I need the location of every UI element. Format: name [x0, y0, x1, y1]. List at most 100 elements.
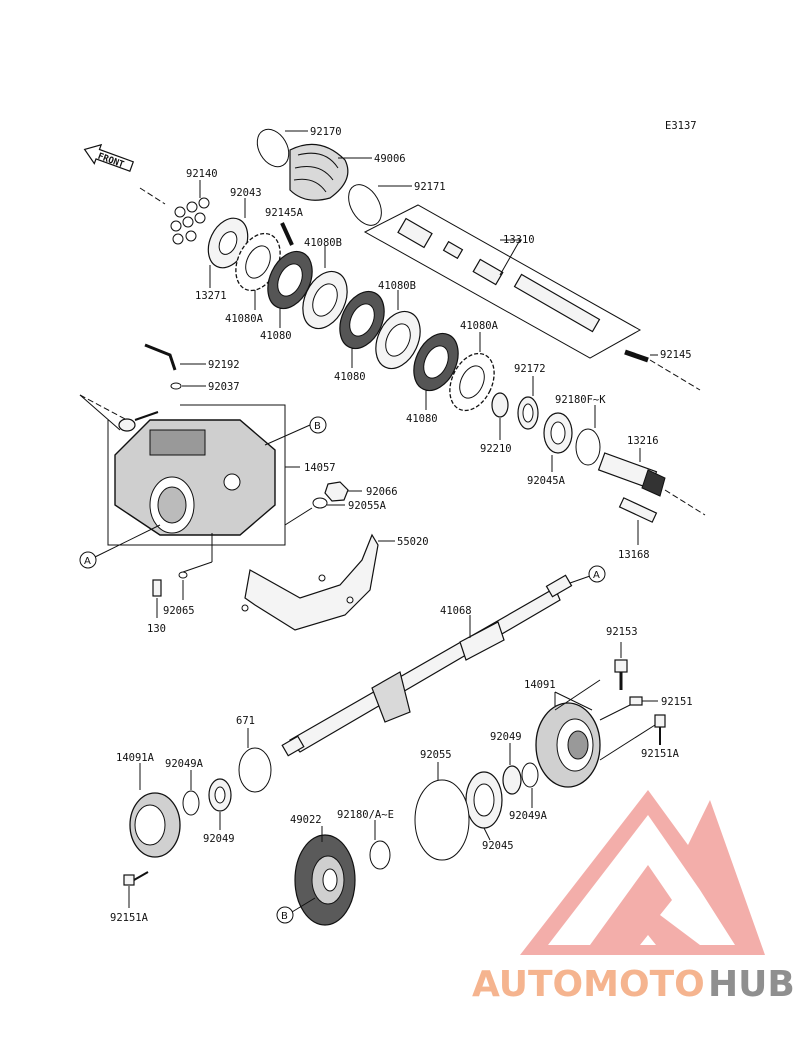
label-41080B-1: 41080B [304, 237, 342, 249]
svg-text:A: A [593, 570, 600, 581]
pin-92192 [144, 343, 177, 371]
label-49006: 49006 [374, 153, 406, 165]
label-55020: 55020 [397, 536, 429, 548]
clamp-92171 [348, 184, 382, 226]
boot-49006 [289, 143, 349, 201]
washer-92037 [170, 382, 182, 390]
balls-92140 [170, 197, 210, 245]
label-14091A: 14091A [116, 752, 155, 764]
pin-92145 [624, 349, 649, 363]
watermark-logo [520, 790, 765, 955]
seal-92049-left [208, 778, 232, 812]
seal-92049-right [502, 765, 522, 795]
label-14091: 14091 [524, 679, 556, 691]
label-92145A: 92145A [265, 207, 304, 219]
bolt-left-housing [118, 411, 159, 432]
label-92049-right: 92049 [490, 731, 522, 743]
label-92037: 92037 [208, 381, 240, 393]
bearing-92045A [543, 412, 573, 454]
housing-bracket-lines [107, 404, 286, 546]
skid-plate-55020 [241, 533, 379, 631]
label-41080-1: 41080 [260, 330, 292, 342]
ring-gear-49022 [294, 834, 356, 926]
label-92045A: 92045A [527, 475, 566, 487]
label-92049A-left: 92049A [165, 758, 204, 770]
label-13168: 13168 [618, 549, 650, 561]
seal-92049A-left [182, 790, 200, 816]
label-92145: 92145 [660, 349, 692, 361]
label-92172: 92172 [514, 363, 546, 375]
label-41080A-2: 41080A [460, 320, 499, 332]
label-92066: 92066 [366, 486, 398, 498]
bolt-92153 [614, 659, 628, 690]
svg-text:A: A [84, 556, 91, 567]
label-92049-left: 92049 [203, 833, 235, 845]
bolt-92151A-right [654, 714, 666, 745]
label-92045: 92045 [482, 840, 514, 852]
shim-92180F-K [575, 428, 601, 466]
label-92153: 92153 [606, 626, 638, 638]
watermark-text-hub: HUB [708, 964, 795, 1005]
friction-plate-41080-3 [413, 332, 459, 392]
plate-41080B-1 [302, 270, 348, 330]
drive-shaft-41068 [281, 574, 573, 757]
plate-41080A-1 [235, 232, 281, 292]
plate-41080A-2 [449, 352, 495, 412]
cam-plate-13271 [207, 217, 249, 269]
o-ring-92055 [414, 779, 470, 861]
label-92043: 92043 [230, 187, 262, 199]
bearing-92045 [465, 771, 503, 829]
plug-92066 [324, 481, 349, 502]
bolt-92151 [629, 696, 643, 706]
clamp-92170 [256, 128, 290, 168]
label-41080A-1: 41080A [225, 313, 264, 325]
housing-14091A [129, 792, 181, 858]
svg-text:B: B [281, 911, 288, 922]
svg-text:B: B [314, 421, 321, 432]
label-92151A-right: 92151A [641, 748, 680, 760]
label-41080-2: 41080 [334, 371, 366, 383]
label-92055A: 92055A [348, 500, 387, 512]
label-92170: 92170 [310, 126, 342, 138]
label-130: 130 [147, 623, 166, 635]
differential-housing-14057 [114, 419, 276, 536]
housing-14091 [535, 702, 601, 788]
label-41080B-2: 41080B [378, 280, 416, 292]
propeller-shaft-13310 [363, 204, 642, 359]
label-41068: 41068 [440, 605, 472, 617]
bolt-13168 [618, 497, 658, 523]
shim-92180A-E [369, 840, 391, 870]
seal-92172 [517, 396, 539, 430]
o-ring-92055A [312, 497, 328, 509]
callout-b-upper: B [309, 416, 327, 434]
label-92151: 92151 [661, 696, 693, 708]
label-13271: 13271 [195, 290, 227, 302]
label-13310: 13310 [503, 234, 535, 246]
pinion-gear-13216 [597, 452, 666, 497]
label-92192: 92192 [208, 359, 240, 371]
o-ring-671 [238, 747, 272, 793]
label-92210: 92210 [480, 443, 512, 455]
label-92180AE: 92180/A~E [337, 809, 394, 821]
bolt-92151A-left [123, 871, 149, 886]
label-92049A-right: 92049A [509, 810, 548, 822]
label-92151A-left: 92151A [110, 912, 149, 924]
label-92140: 92140 [186, 168, 218, 180]
callout-a-right: A [588, 565, 606, 583]
boot-assembly [256, 128, 382, 226]
friction-plate-41080-1 [267, 250, 313, 310]
label-13216: 13216 [627, 435, 659, 447]
label-14057: 14057 [304, 462, 336, 474]
callout-a-left: A [79, 551, 97, 569]
label-92065: 92065 [163, 605, 195, 617]
label-92180FK: 92180F~K [555, 394, 606, 406]
plate-41080B-2 [375, 310, 421, 370]
bolt-130 [152, 579, 162, 597]
label-92055: 92055 [420, 749, 452, 761]
friction-plate-41080-2 [339, 290, 385, 350]
seal-92210 [491, 392, 509, 418]
label-92171: 92171 [414, 181, 446, 193]
pin-92145A [280, 222, 294, 246]
washer-92065 [178, 571, 188, 579]
